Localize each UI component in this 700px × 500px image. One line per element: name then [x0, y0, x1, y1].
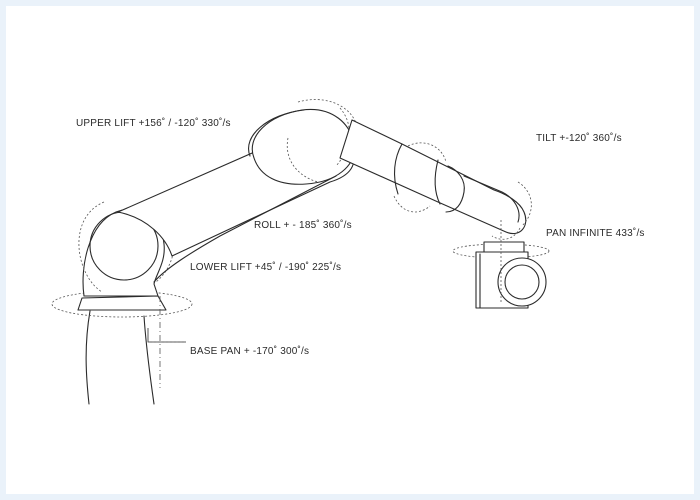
label-tilt: TILT +-120˚ 360˚/s — [536, 133, 622, 144]
elbow-joint — [248, 99, 359, 185]
diagram-canvas: UPPER LIFT +156˚ / -120˚ 330˚/s TILT +-1… — [6, 6, 694, 494]
label-lower-lift: LOWER LIFT +45˚ / -190˚ 225˚/s — [190, 262, 342, 273]
robot-arm-drawing — [51, 99, 550, 405]
end-effector — [452, 220, 550, 309]
label-base-pan: BASE PAN + -170˚ 300˚/s — [190, 346, 310, 357]
robot-base — [51, 290, 193, 405]
label-pan-infinite: PAN INFINITE 433˚/s — [546, 228, 645, 239]
label-upper-lift: UPPER LIFT +156˚ / -120˚ 330˚/s — [76, 118, 231, 129]
forearm — [339, 119, 532, 240]
label-roll: ROLL + - 185˚ 360˚/s — [254, 220, 352, 231]
